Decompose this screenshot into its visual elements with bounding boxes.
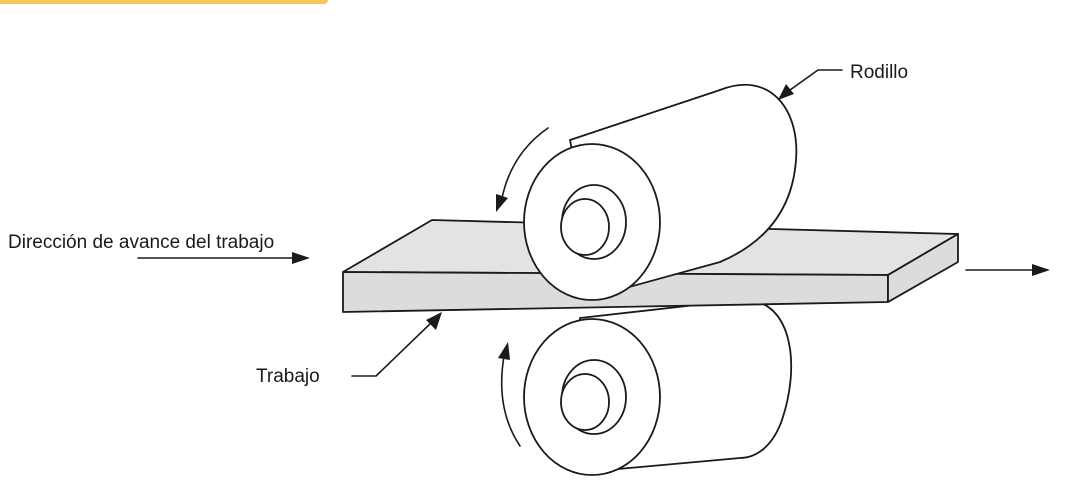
feed-direction-label: Dirección de avance del trabajo <box>8 232 274 253</box>
header-tab-strip <box>0 0 328 4</box>
lower-roller <box>523 299 793 476</box>
work-label: Trabajo <box>256 366 320 387</box>
roller-leader <box>778 69 843 100</box>
work-leader <box>351 312 442 377</box>
roller-label: Rodillo <box>850 62 908 83</box>
feed-direction-arrow <box>137 252 310 264</box>
upper-roller <box>523 83 798 301</box>
exit-arrow <box>965 264 1050 276</box>
lower-rotation-arrow <box>498 342 521 447</box>
upper-rotation-arrow <box>496 127 549 212</box>
